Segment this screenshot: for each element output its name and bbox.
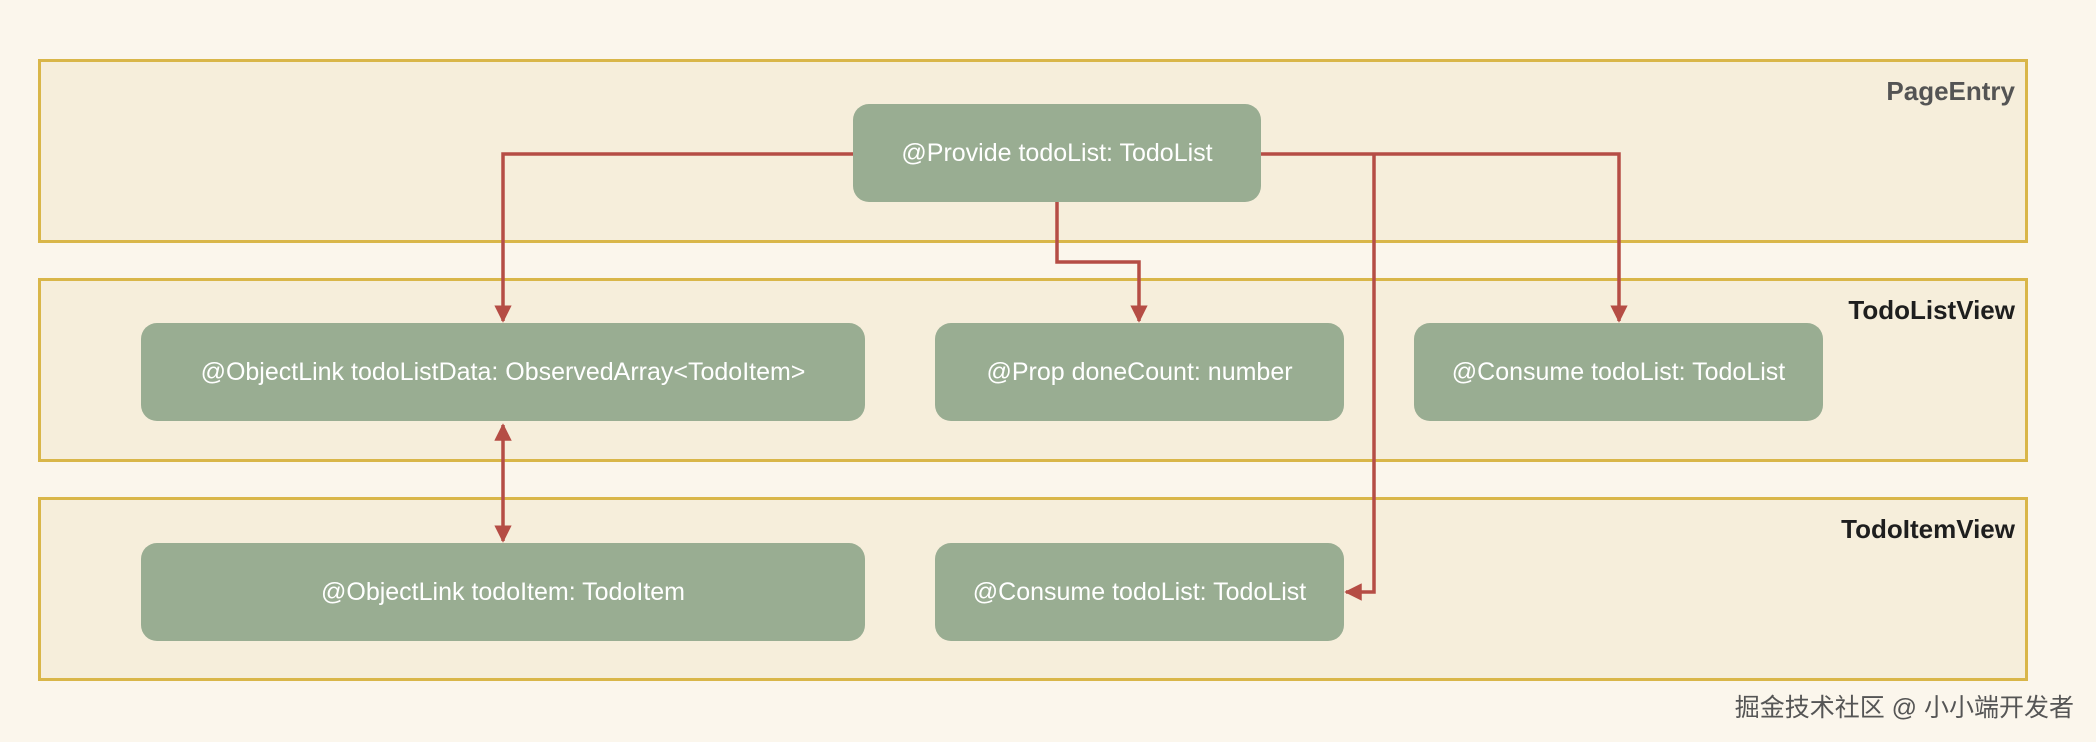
group-label-todo-list-view: TodoListView [1848,295,2015,325]
group-label-page-entry: PageEntry [1886,76,2015,106]
node-consume-todolist-listview: @Consume todoList: TodoList [1414,323,1823,421]
watermark: 掘金技术社区 @ 小小端开发者 [1734,694,2074,722]
node-objectlink-todoitem: @ObjectLink todoItem: TodoItem [141,543,865,641]
node-prop-donecount: @Prop doneCount: number [935,323,1344,421]
group-label-todo-item-view: TodoItemView [1841,514,2015,544]
node-provide-todolist: @Provide todoList: TodoList [853,104,1261,202]
node-objectlink-todolistdata: @ObjectLink todoListData: ObservedArray<… [141,323,865,421]
node-consume-todolist-itemview: @Consume todoList: TodoList [935,543,1344,641]
